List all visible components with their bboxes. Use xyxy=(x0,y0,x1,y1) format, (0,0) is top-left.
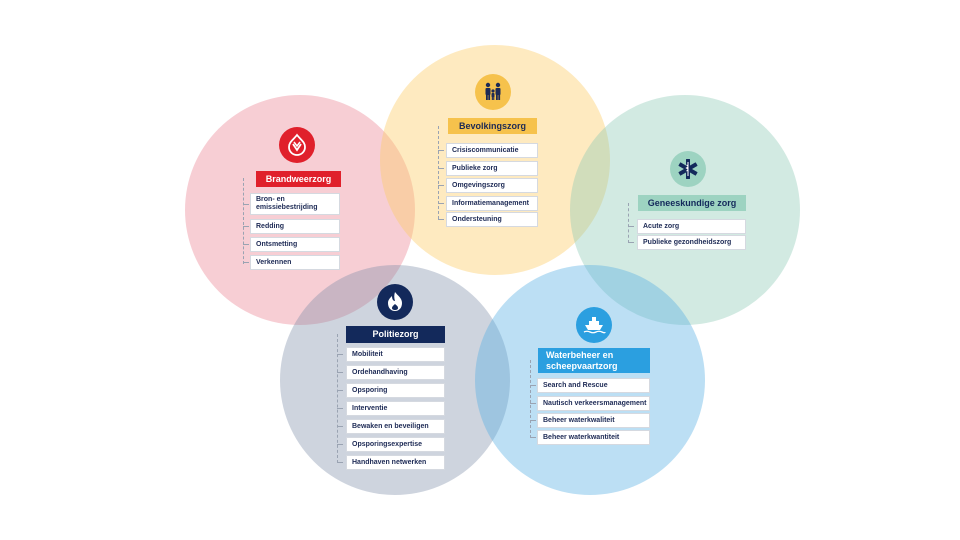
list-item: Ondersteuning xyxy=(446,212,538,227)
list-item: Beheer waterkwantiteit xyxy=(537,430,650,445)
list-item: Bron- en emissiebestrijding xyxy=(250,193,340,215)
bracket-tick xyxy=(438,150,444,151)
bracket-tick xyxy=(337,390,343,391)
geneeskundige-zorg-bracket xyxy=(628,203,629,243)
list-item: Omgevingszorg xyxy=(446,178,538,193)
list-item: Interventie xyxy=(346,401,445,416)
police-flame-icon xyxy=(377,284,413,320)
bracket-tick xyxy=(628,242,634,243)
waterbeheer-bracket xyxy=(530,360,531,438)
bevolkingszorg-header: Bevolkingszorg xyxy=(448,118,537,134)
geneeskundige-zorg-header: Geneeskundige zorg xyxy=(638,195,746,211)
bracket-tick xyxy=(243,262,249,263)
list-item: Nautisch verkeersmanagement xyxy=(537,396,650,411)
politiezorg-header: Politiezorg xyxy=(346,326,445,343)
list-item: Beheer waterkwaliteit xyxy=(537,413,650,428)
list-item: Ordehandhaving xyxy=(346,365,445,380)
bracket-tick xyxy=(337,372,343,373)
list-item: Verkennen xyxy=(250,255,340,270)
politiezorg-bracket xyxy=(337,334,338,463)
bracket-tick xyxy=(337,354,343,355)
list-item: Informatiemanagement xyxy=(446,196,538,211)
brandweerzorg-bracket xyxy=(243,178,244,264)
bevolkingszorg-bracket xyxy=(438,126,439,219)
bracket-tick xyxy=(438,185,444,186)
list-item: Mobiliteit xyxy=(346,347,445,362)
list-item: Handhaven netwerken xyxy=(346,455,445,470)
list-item: Search and Rescue xyxy=(537,378,650,393)
list-item: Acute zorg xyxy=(637,219,746,234)
list-item: Publieke zorg xyxy=(446,161,538,176)
bracket-tick xyxy=(530,420,536,421)
bracket-tick xyxy=(530,437,536,438)
bracket-tick xyxy=(628,226,634,227)
brandweerzorg-header: Brandweerzorg xyxy=(256,171,341,187)
fire-brigade-icon xyxy=(279,127,315,163)
star-of-life-icon xyxy=(670,151,706,187)
list-item: Bewaken en beveiligen xyxy=(346,419,445,434)
bracket-tick xyxy=(243,226,249,227)
list-item: Opsporingsexpertise xyxy=(346,437,445,452)
list-item: Publieke gezondheidszorg xyxy=(637,235,746,250)
family-icon xyxy=(475,74,511,110)
bracket-tick xyxy=(530,385,536,386)
bracket-tick xyxy=(243,204,249,205)
waterbeheer-header: Waterbeheer en scheepvaartzorg xyxy=(538,348,650,373)
bracket-tick xyxy=(337,426,343,427)
bracket-tick xyxy=(438,203,444,204)
list-item: Crisiscommunicatie xyxy=(446,143,538,158)
bracket-tick xyxy=(337,444,343,445)
ship-icon xyxy=(576,307,612,343)
bracket-tick xyxy=(243,244,249,245)
bracket-tick xyxy=(438,219,444,220)
list-item: Ontsmetting xyxy=(250,237,340,252)
bracket-tick xyxy=(337,462,343,463)
bracket-tick xyxy=(530,403,536,404)
bracket-tick xyxy=(337,408,343,409)
list-item: Redding xyxy=(250,219,340,234)
bracket-tick xyxy=(438,168,444,169)
list-item: Opsporing xyxy=(346,383,445,398)
